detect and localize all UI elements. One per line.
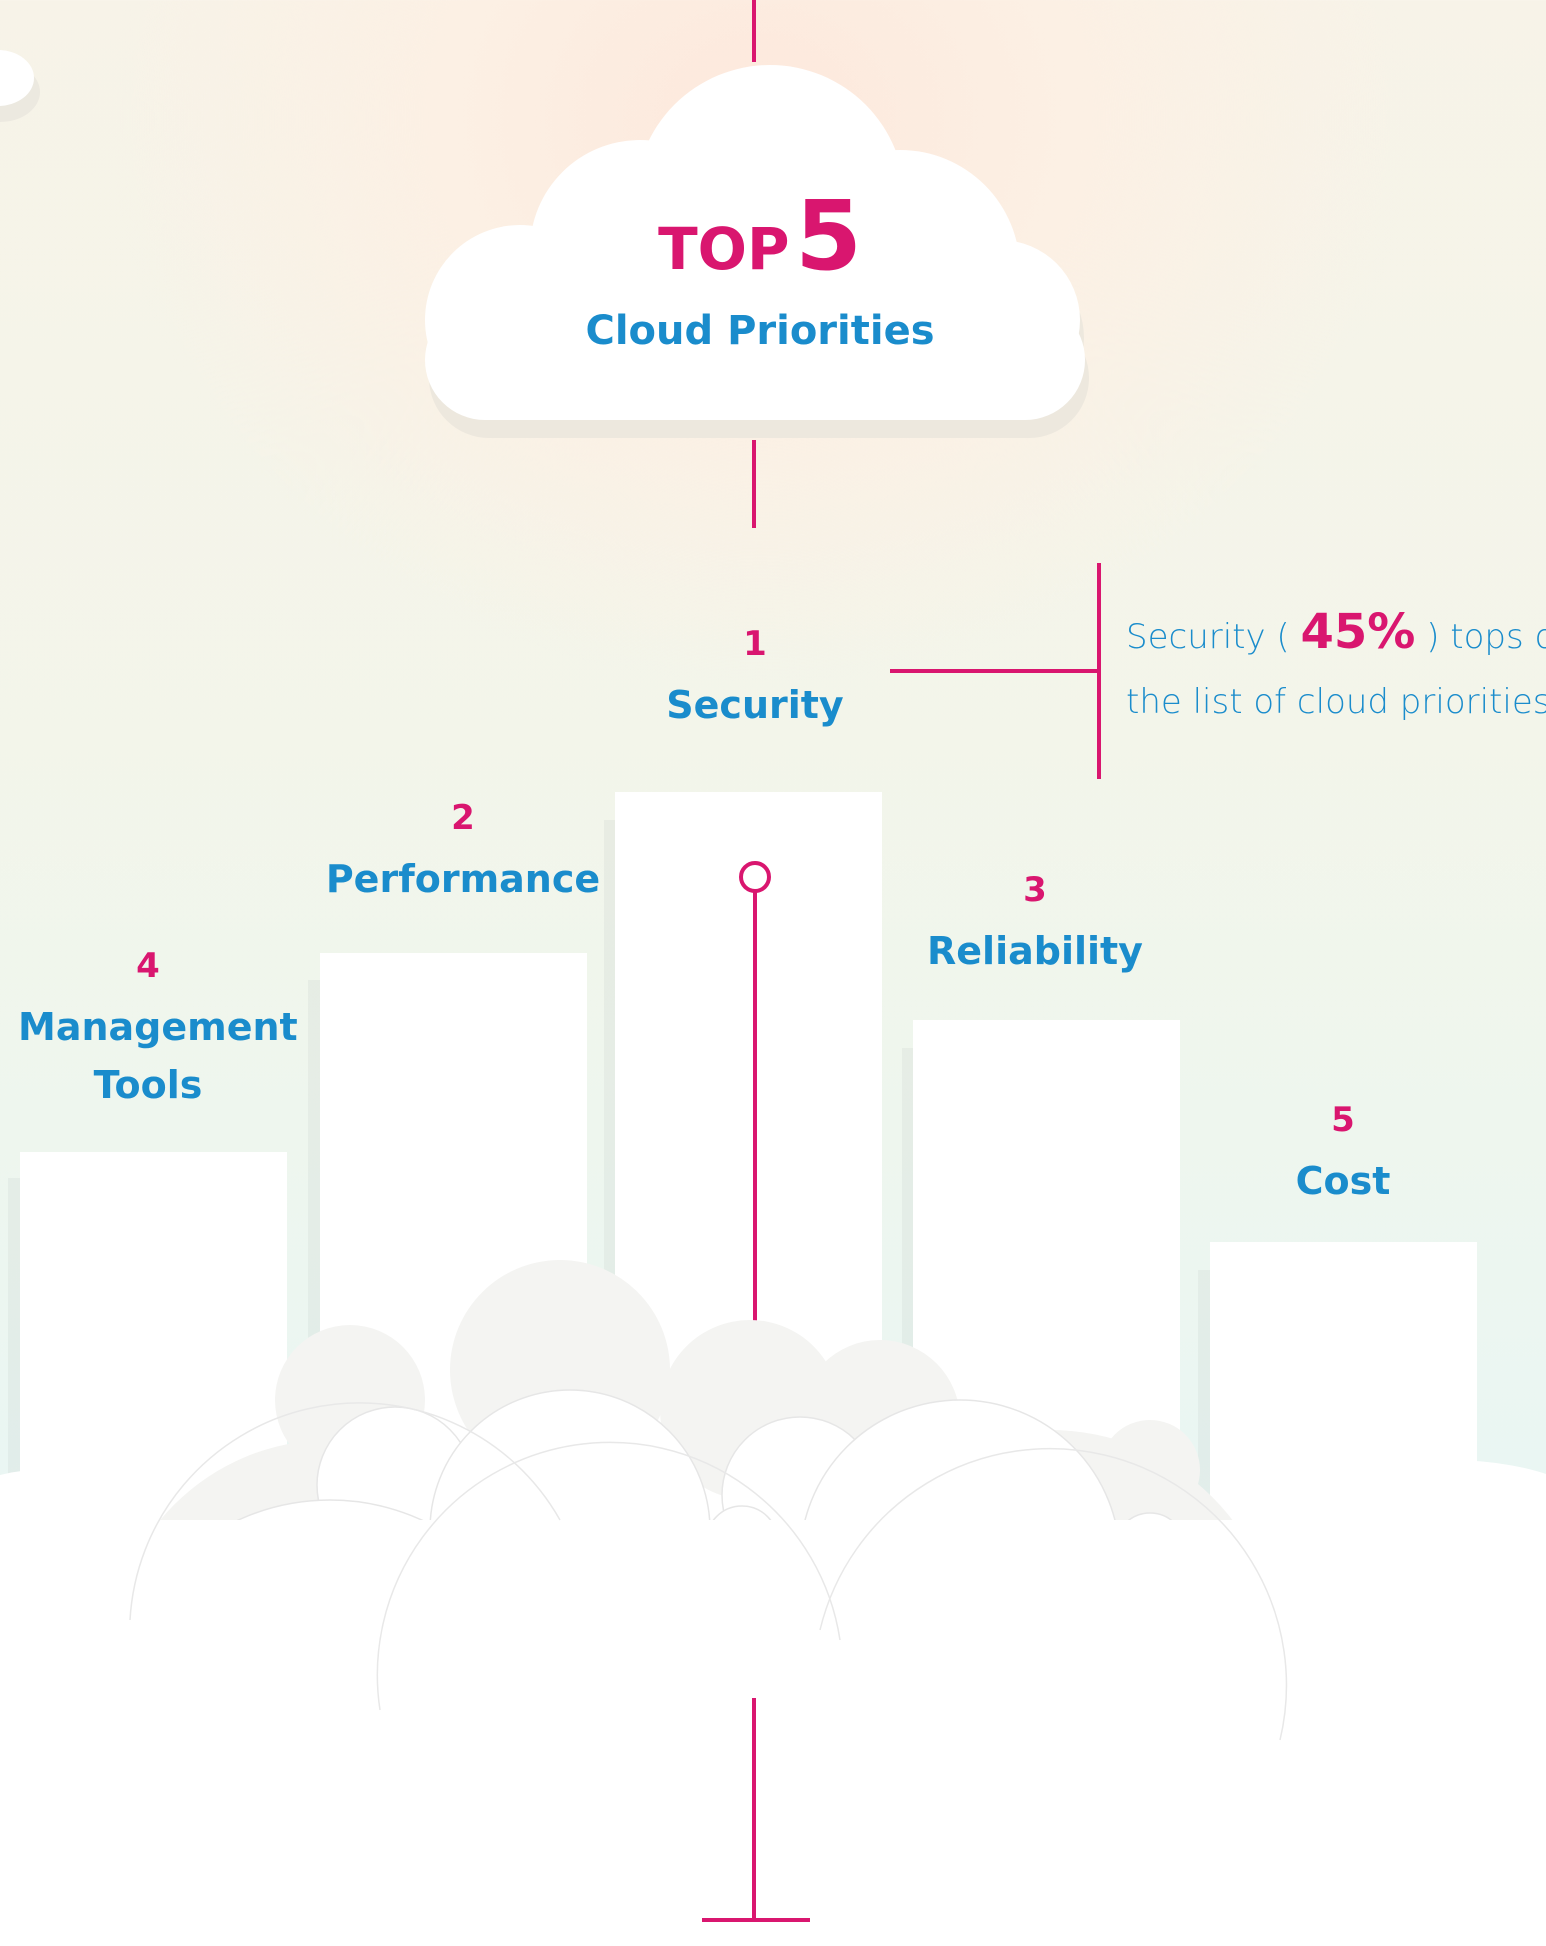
label-security: Security bbox=[666, 683, 844, 727]
callout-connector bbox=[890, 669, 1100, 673]
callout-bracket bbox=[1097, 563, 1101, 779]
title-number: 5 bbox=[795, 180, 862, 292]
title-subtitle: Cloud Priorities bbox=[585, 308, 935, 354]
connector-base bbox=[702, 1918, 810, 1922]
rank-3: 3 bbox=[1023, 870, 1047, 910]
callout-text-line1: Security ( 45% ) tops of bbox=[1126, 604, 1546, 660]
connector-line-bottom bbox=[752, 1698, 756, 1922]
label-management-tools: Management Tools bbox=[18, 1005, 298, 1107]
rank-4: 4 bbox=[136, 946, 160, 986]
rank-1: 1 bbox=[743, 624, 767, 664]
rank-2: 2 bbox=[451, 798, 475, 838]
callout-percent: 45% bbox=[1300, 604, 1416, 660]
marker-stem bbox=[753, 891, 757, 1451]
callout-suffix: ) tops of bbox=[1426, 617, 1546, 657]
label-cost: Cost bbox=[1295, 1159, 1391, 1203]
label-reliability: Reliability bbox=[927, 929, 1143, 973]
label-performance: Performance bbox=[325, 857, 601, 901]
callout-text-line2: the list of cloud priorities bbox=[1126, 682, 1546, 722]
rank-5: 5 bbox=[1331, 1100, 1355, 1140]
connector-line-mid bbox=[752, 440, 756, 528]
connector-line-top bbox=[752, 0, 756, 62]
title-word: TOP bbox=[658, 215, 790, 283]
title-top5: TOP 5 bbox=[600, 180, 920, 292]
callout-prefix: Security ( bbox=[1126, 617, 1301, 657]
corner-cloud-fragment bbox=[0, 50, 40, 122]
